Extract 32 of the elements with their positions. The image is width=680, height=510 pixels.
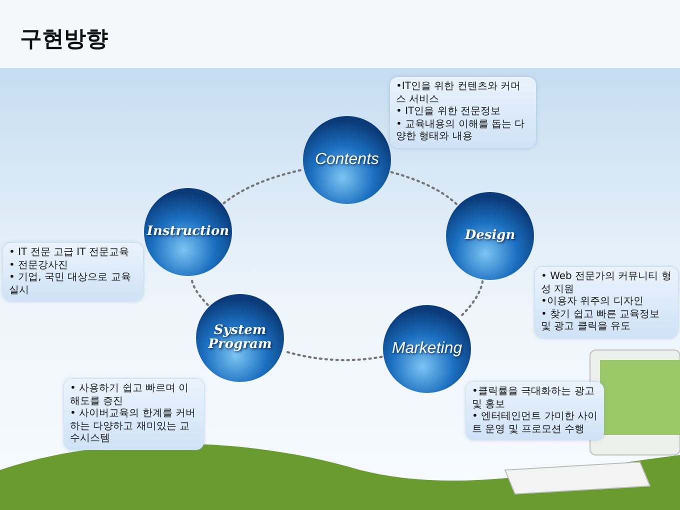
dotted-connector xyxy=(390,171,458,206)
text-panel xyxy=(390,77,536,148)
text-panel xyxy=(64,379,204,450)
bullet-text: • 사용하기 쉽고 빠르며 이해도를 증진 xyxy=(70,383,190,408)
sphere-label: Instruction xyxy=(146,225,230,239)
bullet-text: • 기업, 국민 대상으로 교육 실시 xyxy=(9,272,132,297)
bullet-text: • 전문강사진 xyxy=(9,260,70,272)
bullet-text: • IT인을 위한 전문정보 xyxy=(396,106,502,118)
sphere-label: Marketing xyxy=(390,340,464,358)
bullet-text: • 엔터테인먼트 가미한 사이트 운영 및 프로모션 수행 xyxy=(472,411,598,436)
bullet-text: •이용자 위주의 디자인 xyxy=(541,296,644,308)
sphere xyxy=(303,116,391,204)
bullet-text: • 교육내용의 이해를 돕는 다양한 형태와 내용 xyxy=(396,118,526,144)
sphere xyxy=(144,188,232,276)
sphere-label: Contents xyxy=(314,152,380,168)
sphere xyxy=(196,294,284,382)
sphere xyxy=(383,305,471,393)
dotted-connector xyxy=(458,280,484,318)
slide-title: 구현방향 xyxy=(20,26,108,54)
bullet-text: • 사이버교육의 한계를 커버하는 다양하고 재미있는 교수시스템 xyxy=(70,408,196,446)
sphere xyxy=(446,192,534,280)
text-panel xyxy=(466,382,604,440)
sphere-label: Design xyxy=(464,229,516,243)
bullet-text: • IT 전문 고급 IT 전문교육 xyxy=(9,247,130,260)
bullet-text: • 찾기 쉽고 빠른 교육정보 및 광고 클릭을 유도 xyxy=(541,308,661,334)
bullet-text: • Web 전문가의 커뮤니티 형성 지원 xyxy=(541,271,672,296)
bullet-text: •클릭률을 극대화하는 광고 및 홍보 xyxy=(472,386,596,411)
text-panel xyxy=(3,243,143,301)
sphere-label: System Program xyxy=(207,324,273,352)
text-panel xyxy=(535,267,678,338)
dotted-connector xyxy=(222,168,304,204)
bullet-text: •IT인을 위한 컨텐츠와 커머스 서비스 xyxy=(396,81,522,106)
